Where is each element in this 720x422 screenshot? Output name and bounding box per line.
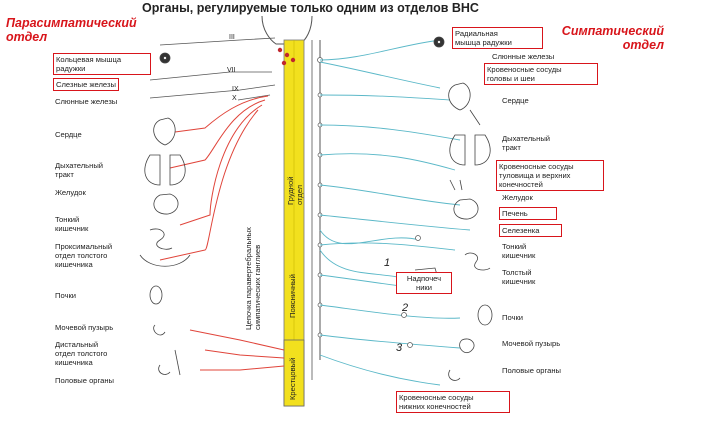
brainstem-nuclei — [277, 47, 296, 66]
sympathetic-title-line2: отдел — [622, 38, 664, 52]
head-vessels-line2: головы и шеи — [487, 74, 535, 83]
left-respiratory-line2: тракт — [55, 170, 74, 179]
right-large-intestine-line1: Толстый — [502, 268, 532, 277]
left-kidneys: Почки — [55, 291, 77, 300]
right-stomach: Желудок — [502, 193, 533, 202]
ciliary-muscle-line2: радужки — [56, 64, 86, 73]
ciliary-muscle-label: Кольцевая мышца радужки — [53, 53, 151, 75]
left-small-intestine: Тонкий кишечник — [55, 215, 88, 233]
thoracic-section: Грудной отдел — [286, 177, 304, 205]
nerve-X: X — [232, 95, 237, 102]
parasympathetic-title: Парасимпатический отдел — [6, 16, 137, 44]
ganglion-number-2: 2 — [402, 302, 409, 314]
left-distal-colon: Дистальный отдел толстого кишечника — [55, 340, 107, 367]
right-small-intestine-line1: Тонкий — [502, 242, 527, 251]
right-respiratory-line1: Дыхательный — [502, 134, 551, 143]
radial-muscle-line1: Радиальная — [455, 29, 498, 38]
left-small-intestine-line1: Тонкий — [55, 215, 80, 224]
sympathetic-chain-label: Цепочка паравертебральных симпатических … — [244, 227, 262, 330]
right-salivary-glands: Слюнные железы — [492, 52, 555, 61]
parasympathetic-title-line1: Парасимпатический — [6, 16, 137, 30]
right-large-intestine-line2: кишечник — [502, 277, 536, 286]
right-respiratory-tract: Дыхательный тракт — [502, 134, 550, 152]
radial-muscle-line2: мышца радужки — [455, 38, 512, 47]
adrenals-line1: Надпочеч — [406, 274, 442, 283]
left-genitals: Половые органы — [55, 376, 115, 385]
adrenals-label: Надпочеч ники — [396, 272, 452, 294]
left-distal-colon-line3: кишечника — [55, 358, 93, 367]
nerve-IX: IX — [232, 86, 239, 93]
left-stomach: Желудок — [55, 188, 86, 197]
sacral-section: Крестцовый — [288, 357, 297, 400]
lower-vessels-line2: нижних конечностей — [399, 402, 471, 411]
thoracic-line1: Грудной — [286, 176, 295, 205]
head-vessels-line1: Кровеносные сосуды — [487, 65, 562, 74]
head-vessels-label: Кровеносные сосуды головы и шеи — [484, 63, 598, 85]
sacral-block — [283, 339, 305, 407]
right-large-intestine: Толстый кишечник — [502, 268, 535, 286]
spleen-label: Селезенка — [499, 224, 562, 237]
organ-glyphs — [139, 36, 493, 381]
left-salivary-glands: Слюнные железы — [55, 97, 118, 106]
left-distal-colon-line1: Дистальный — [55, 340, 99, 349]
chain-line1: Цепочка паравертебральных — [244, 227, 253, 330]
lower-vessels-label: Кровеносные сосуды нижних конечностей — [396, 391, 510, 413]
left-respiratory-tract: Дыхательный тракт — [55, 161, 103, 179]
sympathetic-title: Симпатический отдел — [560, 24, 664, 52]
right-kidneys: Почки — [502, 313, 524, 322]
right-respiratory-line2: тракт — [502, 143, 521, 152]
right-genitals: Половые органы — [502, 366, 562, 375]
ganglion-number-1: 1 — [384, 257, 391, 269]
left-respiratory-line1: Дыхательный — [55, 161, 104, 170]
trunk-vessels-line2: туловища и верхних — [499, 171, 571, 180]
liver-label: Печень — [499, 207, 557, 220]
left-small-intestine-line2: кишечник — [55, 224, 89, 233]
left-proximal-colon-line3: кишечника — [55, 260, 93, 269]
parasympathetic-title-line2: отдел — [6, 30, 48, 44]
page-title: Органы, регулируемые только одним из отд… — [142, 1, 479, 15]
radial-muscle-label: Радиальная мышца радужки — [452, 27, 543, 49]
chain-line2: симпатических ганглиев — [253, 244, 262, 330]
sympathetic-fibers — [319, 39, 471, 386]
left-distal-colon-line2: отдел толстого — [55, 349, 108, 358]
lower-vessels-line1: Кровеносные сосуды — [399, 393, 474, 402]
right-heart: Сердце — [502, 96, 529, 105]
right-small-intestine-line2: кишечник — [502, 251, 536, 260]
left-bladder: Мочевой пузырь — [55, 323, 114, 332]
ganglion-number-3: 3 — [396, 342, 403, 354]
sympathetic-title-line1: Симпатический — [561, 24, 664, 38]
lacrimal-glands-label: Слезные железы — [53, 78, 119, 91]
parasympathetic-fibers — [159, 95, 285, 371]
lumbar-section: Поясничный — [288, 274, 297, 318]
trunk-vessels-line3: конечностей — [499, 180, 543, 189]
prevertebral-ganglia — [401, 235, 421, 348]
nerve-VII: VII — [227, 67, 236, 74]
right-small-intestine: Тонкий кишечник — [502, 242, 535, 260]
nerve-III: III — [229, 34, 235, 41]
cranial-nerves — [149, 37, 276, 101]
left-proximal-colon: Проксимальный отдел толстого кишечника — [55, 242, 112, 269]
adrenals-line2: ники — [416, 283, 432, 292]
trunk-vessels-line1: Кровеносные сосуды — [499, 162, 574, 171]
left-proximal-colon-line2: отдел толстого — [55, 251, 108, 260]
thoracic-line2: отдел — [295, 184, 304, 205]
ciliary-muscle-line1: Кольцевая мышца — [56, 55, 122, 64]
left-heart: Сердце — [55, 130, 82, 139]
trunk-vessels-label: Кровеносные сосуды туловища и верхних ко… — [496, 160, 604, 191]
left-proximal-colon-line1: Проксимальный — [55, 242, 113, 251]
right-bladder: Мочевой пузырь — [502, 339, 561, 348]
